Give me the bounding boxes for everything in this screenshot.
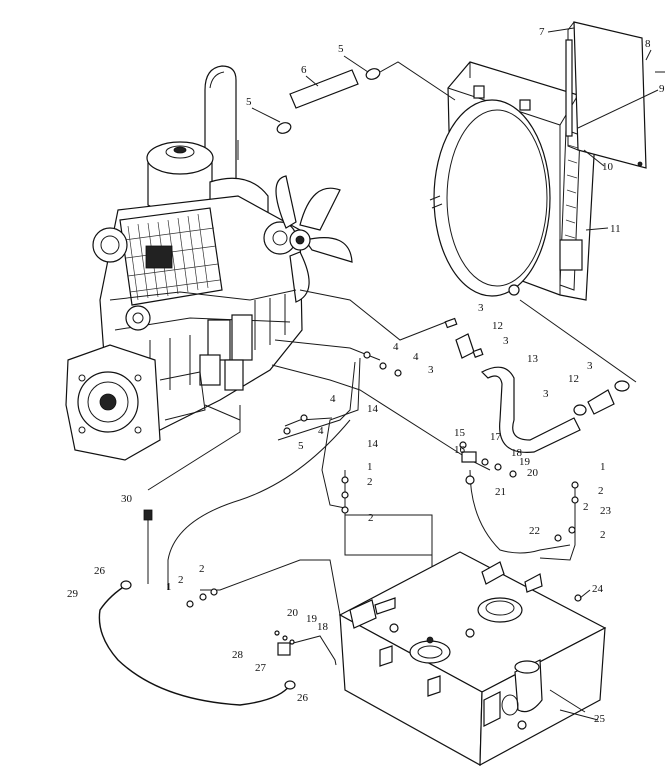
callout-c27: 27 <box>255 662 267 674</box>
lower-radiator-hose <box>299 289 637 453</box>
callout-c18b: 18 <box>317 621 329 633</box>
callout-c4d: 4 <box>318 425 324 437</box>
engine-assembly <box>65 65 353 461</box>
callout-c10: 10 <box>602 161 614 173</box>
callout-c2d: 2 <box>583 501 589 513</box>
callout-c26b: 26 <box>297 692 309 704</box>
callout-c2g: 2 <box>178 574 184 586</box>
callout-c17: 17 <box>490 431 502 443</box>
callout-c19a: 19 <box>519 456 531 468</box>
callout-c18a: 18 <box>511 447 523 459</box>
radiator-assembly <box>429 61 597 301</box>
callout-c21a: 21 <box>495 486 506 498</box>
callout-c15: 15 <box>454 427 466 439</box>
callout-c6: 6 <box>301 64 307 76</box>
callout-c4b: 4 <box>413 351 419 363</box>
callout-c20b: 20 <box>287 607 299 619</box>
fan <box>275 175 353 303</box>
callout-c25: 25 <box>594 713 606 725</box>
callout-c12a: 12 <box>492 320 503 332</box>
callout-c20a: 20 <box>527 467 539 479</box>
callout-c5c: 5 <box>298 440 304 452</box>
fuel-tank <box>338 551 607 767</box>
callout-c2e: 2 <box>600 529 606 541</box>
callout-c4c: 4 <box>330 393 336 405</box>
callout-c5b: 5 <box>246 96 252 108</box>
callout-c29: 29 <box>67 588 79 600</box>
upper-radiator-hose <box>237 61 456 160</box>
callout-c16: 16 <box>454 444 466 456</box>
leader-lines <box>251 27 659 721</box>
callout-c3c: 3 <box>428 364 434 376</box>
callout-c22: 22 <box>529 525 540 537</box>
callout-c3d: 3 <box>587 360 593 372</box>
callout-c3e: 3 <box>543 388 549 400</box>
callout-c8: 8 <box>645 38 651 50</box>
callout-c14a: 14 <box>367 403 379 415</box>
callout-c13: 13 <box>527 353 539 365</box>
callout-c12b: 12 <box>568 373 579 385</box>
callout-c3a: 3 <box>478 302 484 314</box>
callout-c1a: 1 <box>367 461 373 473</box>
callout-c28: 28 <box>232 649 244 661</box>
callout-c9: 9 <box>659 83 665 95</box>
guard-panel <box>565 21 665 169</box>
callout-c2c: 2 <box>368 512 374 524</box>
callout-c1b: 1 <box>600 461 606 473</box>
callout-c24: 24 <box>592 583 604 595</box>
callout-c11: 11 <box>610 223 621 235</box>
callout-c2b: 2 <box>598 485 604 497</box>
callout-c2f: 2 <box>199 563 205 575</box>
callout-c23: 23 <box>600 505 612 517</box>
callout-c30: 30 <box>121 493 133 505</box>
fuel-lines <box>98 339 582 706</box>
callout-c4a: 4 <box>393 341 399 353</box>
callout-c2a: 2 <box>367 476 373 488</box>
callout-c5a: 5 <box>338 43 344 55</box>
callout-c3b: 3 <box>503 335 509 347</box>
callout-c14b: 14 <box>367 438 379 450</box>
callout-c19b: 19 <box>306 613 318 625</box>
callout-c1c: 1 <box>166 581 172 593</box>
callout-c26a: 26 <box>94 565 106 577</box>
callout-c7: 7 <box>539 26 545 38</box>
